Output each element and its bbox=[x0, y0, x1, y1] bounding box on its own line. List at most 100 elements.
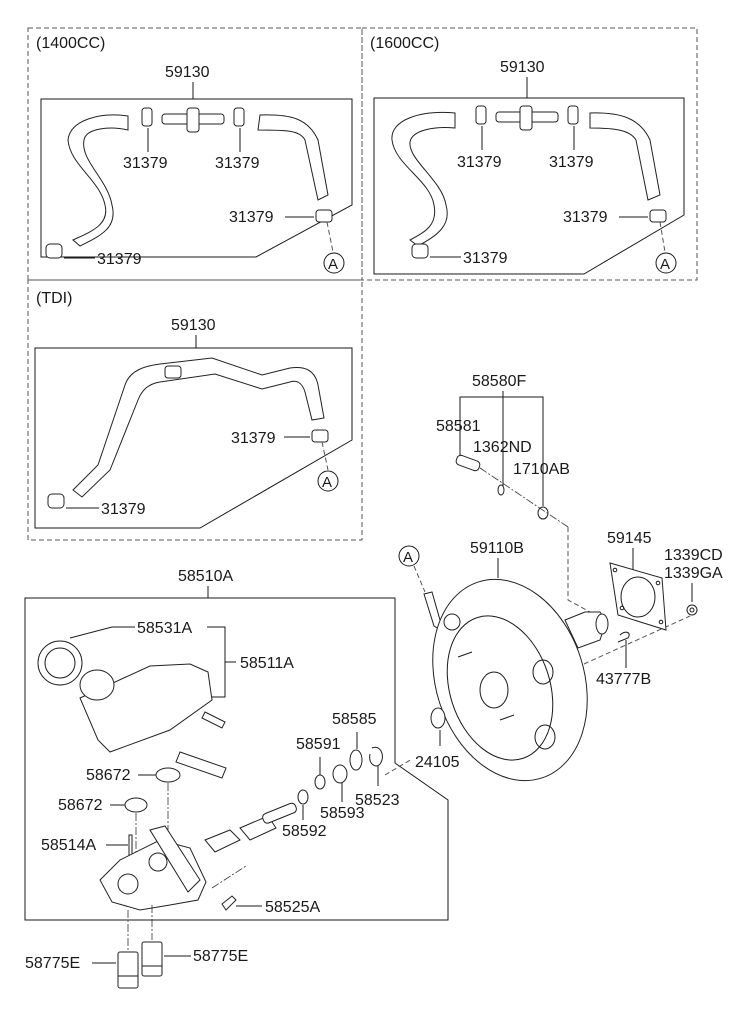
plug bbox=[117, 951, 139, 989]
washer bbox=[297, 789, 309, 805]
reference-marker-a bbox=[398, 545, 420, 567]
clip bbox=[497, 484, 505, 496]
hose-clamp bbox=[233, 107, 245, 127]
part-label-24105[interactable]: 24105 bbox=[415, 754, 460, 771]
part-label-59110B[interactable]: 59110B bbox=[470, 540, 524, 557]
part-label-58591[interactable]: 58591 bbox=[296, 736, 341, 753]
part-label-58592[interactable]: 58592 bbox=[282, 823, 327, 840]
hose-clamp bbox=[311, 429, 329, 443]
part-label-58525A[interactable]: 58525A bbox=[265, 899, 320, 916]
hose-clamp bbox=[649, 209, 667, 223]
part-label-31379[interactable]: 31379 bbox=[563, 209, 608, 226]
section-1600cc: (1600CC) 59130 31379 31379 31379 31379 A bbox=[370, 35, 685, 275]
booster-gasket: 59145 bbox=[607, 530, 667, 631]
part-label-58514A[interactable]: 58514A bbox=[41, 837, 96, 854]
hose bbox=[72, 357, 325, 498]
reference-marker-label: A bbox=[328, 256, 338, 273]
part-label-58580F[interactable]: 58580F bbox=[472, 373, 526, 390]
part-label-1339CD[interactable]: 1339CD bbox=[664, 547, 723, 564]
part-label-58775E[interactable]: 58775E bbox=[193, 948, 248, 965]
piston bbox=[262, 802, 297, 824]
brake-booster: 59110B A bbox=[398, 540, 691, 782]
grommet bbox=[124, 797, 148, 813]
mounting-flange bbox=[149, 825, 201, 893]
part-label-58510A[interactable]: 58510A bbox=[178, 568, 233, 585]
frame-tdi bbox=[27, 279, 363, 541]
section-tdi: (TDI) 59130 31379 31379 A bbox=[34, 290, 353, 529]
part-label-58581[interactable]: 58581 bbox=[436, 418, 481, 435]
engine-variant-frames bbox=[27, 27, 698, 541]
hose-clamp bbox=[315, 209, 333, 223]
reference-marker-label: A bbox=[660, 256, 670, 273]
hose-clamp bbox=[47, 493, 65, 509]
seal bbox=[314, 774, 326, 790]
master-cylinder: 58510A 58531A 58511A 58672 58672 58514A bbox=[24, 568, 449, 921]
plug bbox=[141, 941, 163, 977]
section-title: (1400CC) bbox=[36, 35, 105, 52]
hose-right bbox=[257, 114, 329, 201]
part-label-43777B[interactable]: 43777B bbox=[596, 671, 651, 688]
hose-right bbox=[589, 112, 661, 201]
o-ring bbox=[349, 749, 363, 771]
reference-marker-a bbox=[317, 470, 339, 492]
snap-ring bbox=[369, 746, 383, 767]
seal bbox=[332, 764, 348, 784]
assembly-bracket bbox=[40, 98, 353, 258]
part-label-59130[interactable]: 59130 bbox=[500, 59, 545, 76]
section-title: (TDI) bbox=[36, 290, 72, 307]
part-label-31379[interactable]: 31379 bbox=[101, 501, 146, 518]
part-label-1362ND[interactable]: 1362ND bbox=[473, 439, 532, 456]
assembly-bracket bbox=[373, 97, 685, 275]
reference-marker-a bbox=[323, 252, 345, 274]
part-label-1339GA[interactable]: 1339GA bbox=[664, 565, 723, 582]
section-1400cc: (1400CC) 59130 31379 31379 31379 31379 A bbox=[36, 35, 353, 274]
part-label-31379[interactable]: 31379 bbox=[463, 250, 508, 267]
part-label-58531A[interactable]: 58531A bbox=[137, 620, 192, 637]
assembly-bracket bbox=[24, 597, 449, 921]
part-label-31379[interactable]: 31379 bbox=[549, 154, 594, 171]
washer bbox=[537, 506, 549, 520]
hose-clamp bbox=[411, 243, 429, 259]
part-label-58585[interactable]: 58585 bbox=[332, 711, 377, 728]
hose-clamp bbox=[475, 105, 487, 125]
master-cylinder-plugs: 58775E 58775E bbox=[25, 905, 248, 989]
hose-clamp bbox=[567, 105, 579, 125]
booster-clip: 43777B bbox=[596, 631, 651, 688]
spring bbox=[204, 829, 241, 853]
part-label-58593[interactable]: 58593 bbox=[320, 805, 365, 822]
booster-o-ring: 24105 bbox=[415, 707, 460, 771]
hose-left bbox=[67, 114, 129, 247]
screw bbox=[221, 895, 237, 911]
pedal-pin-kit: 58580F 58581 1362ND 1710AB bbox=[436, 373, 591, 613]
reference-marker-a bbox=[655, 252, 677, 274]
hose-left bbox=[391, 111, 456, 247]
hose-clamp bbox=[45, 243, 63, 259]
section-title: (1600CC) bbox=[370, 35, 439, 52]
assembly-bracket bbox=[34, 347, 353, 529]
reference-marker-label: A bbox=[322, 474, 332, 491]
part-label-58775E[interactable]: 58775E bbox=[25, 955, 80, 972]
part-label-59145[interactable]: 59145 bbox=[607, 530, 652, 547]
part-label-59130[interactable]: 59130 bbox=[171, 317, 216, 334]
part-label-58523[interactable]: 58523 bbox=[355, 792, 400, 809]
booster-nut: 1339CD 1339GA bbox=[664, 547, 723, 616]
part-label-1710AB[interactable]: 1710AB bbox=[513, 461, 570, 478]
part-label-59130[interactable]: 59130 bbox=[165, 64, 210, 81]
part-label-31379[interactable]: 31379 bbox=[457, 154, 502, 171]
part-label-31379[interactable]: 31379 bbox=[231, 430, 276, 447]
pedal-pin bbox=[455, 454, 481, 472]
part-label-58511A[interactable]: 58511A bbox=[240, 655, 294, 672]
part-label-31379[interactable]: 31379 bbox=[215, 155, 260, 172]
grommet bbox=[155, 767, 181, 783]
reference-marker-label: A bbox=[403, 549, 413, 566]
reservoir-pin bbox=[175, 751, 227, 779]
hose-clamp bbox=[141, 107, 153, 127]
reservoir-cap bbox=[37, 640, 83, 686]
part-label-31379[interactable]: 31379 bbox=[229, 209, 274, 226]
part-label-31379[interactable]: 31379 bbox=[97, 251, 142, 268]
part-label-58672[interactable]: 58672 bbox=[86, 767, 131, 784]
part-label-58672[interactable]: 58672 bbox=[58, 797, 103, 814]
part-label-31379[interactable]: 31379 bbox=[123, 155, 168, 172]
frame-1600cc bbox=[361, 27, 698, 281]
